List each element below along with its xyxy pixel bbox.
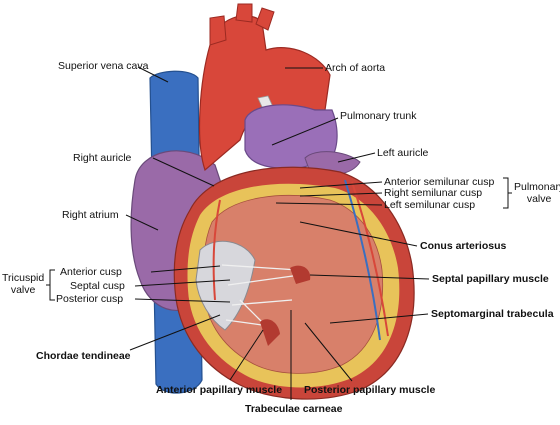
tricuspid-valve-bracket bbox=[46, 269, 55, 301]
label-pulmonary-trunk: Pulmonary trunk bbox=[340, 110, 417, 122]
aortic-branch-shape bbox=[209, 15, 227, 46]
label-superior-vena-cava: Superior vena cava bbox=[58, 60, 149, 72]
label-septal-papillary-muscle: Septal papillary muscle bbox=[432, 273, 549, 285]
leader-lines bbox=[125, 66, 430, 400]
tricuspid-valve-shape bbox=[195, 240, 256, 331]
label-conus-arteriosus: Conus arteriosus bbox=[420, 240, 507, 252]
label-left-auricle: Left auricle bbox=[377, 147, 429, 159]
coronary-vein bbox=[344, 179, 381, 341]
label-chordae-tendineae: Chordae tendineae bbox=[36, 350, 131, 362]
coronary-artery bbox=[212, 199, 221, 301]
label-septomarginal-trabecula: Septomarginal trabecula bbox=[431, 308, 554, 320]
label-right-semilunar-cusp: Right semilunar cusp bbox=[384, 187, 483, 199]
label-trabeculae-carneae: Trabeculae carneae bbox=[245, 403, 343, 415]
aortic-branch-shape bbox=[255, 7, 275, 31]
label-septal-cusp: Septal cusp bbox=[70, 280, 125, 292]
label-anterior-papillary-muscle: Anterior papillary muscle bbox=[156, 384, 283, 396]
papillary-muscle-shape bbox=[260, 319, 280, 346]
label-arch-of-aorta: Arch of aorta bbox=[325, 62, 386, 74]
label-posterior-papillary-muscle: Posterior papillary muscle bbox=[304, 384, 436, 396]
coronary-artery bbox=[351, 181, 389, 337]
papillary-muscle-shape bbox=[290, 265, 311, 284]
label-tricuspid-valve: Tricuspid valve bbox=[2, 272, 45, 296]
label-anterior-semilunar-cusp: Anterior semilunar cusp bbox=[384, 176, 495, 188]
label-right-auricle: Right auricle bbox=[73, 152, 132, 164]
label-right-atrium: Right atrium bbox=[62, 209, 119, 221]
label-left-semilunar-cusp: Left semilunar cusp bbox=[384, 199, 476, 211]
aortic-branch-shape bbox=[235, 3, 253, 23]
label-posterior-cusp: Posterior cusp bbox=[56, 293, 124, 305]
label-pulmonary-valve: Pulmonary valve bbox=[514, 181, 560, 205]
label-anterior-cusp: Anterior cusp bbox=[60, 266, 122, 278]
pulmonary-valve-bracket bbox=[503, 177, 512, 209]
